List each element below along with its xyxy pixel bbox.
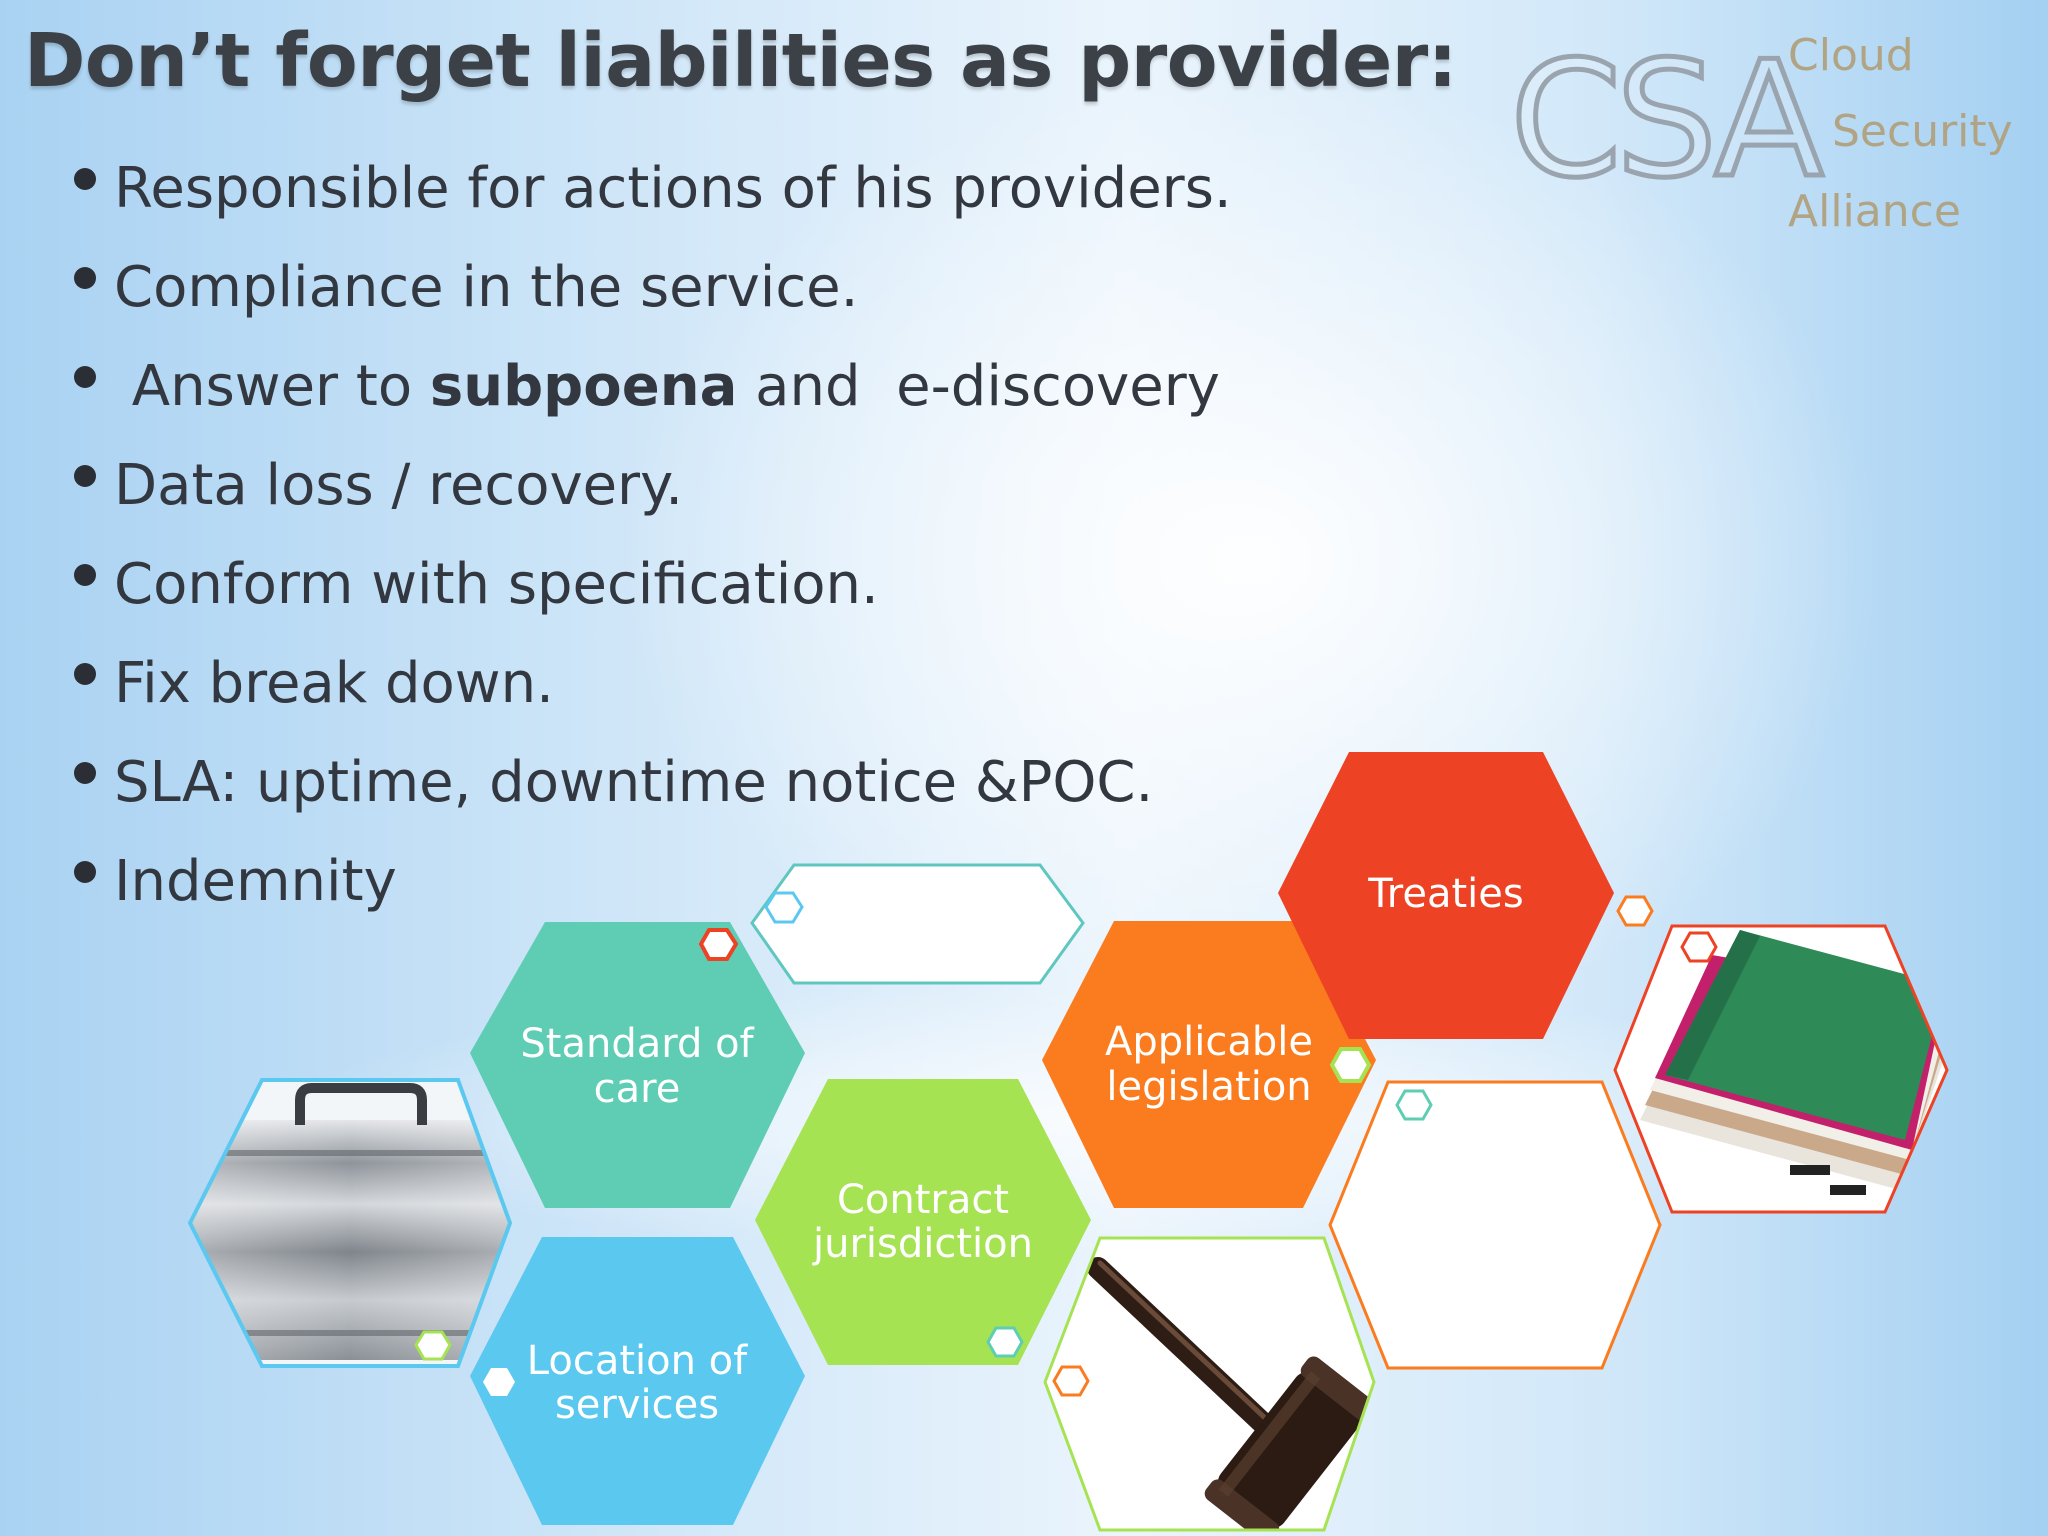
hex-label: legislation [1106, 1064, 1311, 1110]
hex-label: services [555, 1382, 719, 1428]
hex-label: jurisdiction [812, 1221, 1033, 1267]
bullet-item: Indemnity [74, 843, 1232, 942]
logo-word-security: Security [1832, 106, 2013, 157]
bullet-list: Responsible for actions of his providers… [74, 150, 1232, 942]
bullet-item: Conform with specification. [74, 546, 1232, 645]
hex-label: Contract [837, 1177, 1009, 1223]
small-hexagon-icon [483, 1368, 515, 1396]
small-hexagon-icon [414, 1330, 452, 1361]
bullet-dot-icon [74, 663, 96, 685]
bullet-item: Compliance in the service. [74, 249, 1232, 348]
logo-mark: CSA [1508, 26, 1827, 213]
hex-label: Applicable [1105, 1019, 1313, 1065]
hexagon-location-of-services [470, 1237, 805, 1525]
small-hexagon-icon [1616, 895, 1654, 927]
slide-title: Don’t forget liabilities as provider: [24, 18, 1457, 104]
hexagon-treaties [1278, 752, 1614, 1039]
small-hexagon-icon [1052, 1365, 1090, 1397]
bullet-dot-icon [74, 465, 96, 487]
small-hexagon-icon [1329, 1047, 1372, 1083]
hex-label: care [594, 1066, 681, 1112]
csa-logo: CSA Cloud Security Alliance [1508, 26, 2030, 250]
bullet-dot-icon [74, 267, 96, 289]
hexagon-applicable-legislation [1042, 921, 1376, 1208]
folders-image [1615, 926, 1947, 1212]
hex-label: Location of [527, 1338, 748, 1384]
bullet-dot-icon [74, 762, 96, 784]
empty-hexagon [1328, 1080, 1662, 1370]
small-hexagon-icon [1395, 1089, 1433, 1121]
bullet-item: Fix break down. [74, 645, 1232, 744]
small-hexagon-icon [698, 928, 739, 961]
logo-word-cloud: Cloud [1788, 30, 1914, 81]
bullet-item: Responsible for actions of his providers… [74, 150, 1232, 249]
bullet-item: Data loss / recovery. [74, 447, 1232, 546]
hexagon-standard-of-care [470, 922, 805, 1208]
hex-label: Treaties [1367, 871, 1524, 917]
briefcase-image [190, 1080, 510, 1366]
bullet-dot-icon [74, 861, 96, 883]
gavel-image [1045, 1238, 1374, 1530]
bullet-item: Answer to subpoena and e-discovery [74, 348, 1232, 447]
small-hexagon-icon [1680, 931, 1718, 963]
gavel-hexagon-frame [1043, 1236, 1376, 1532]
briefcase-hexagon-frame [187, 1078, 513, 1368]
small-hexagon-icon [986, 1326, 1024, 1358]
hexagon-contract-jurisdiction [755, 1079, 1091, 1365]
hex-label: Standard of [520, 1021, 754, 1067]
logo-word-alliance: Alliance [1788, 186, 1961, 237]
empty-hexagon [750, 863, 1085, 985]
small-hexagon-icon [764, 891, 804, 924]
bullet-item: SLA: uptime, downtime notice &POC. [74, 744, 1232, 843]
bullet-dot-icon [74, 168, 96, 190]
folders-hexagon-frame [1613, 924, 1949, 1214]
bullet-dot-icon [74, 366, 96, 388]
bullet-dot-icon [74, 564, 96, 586]
